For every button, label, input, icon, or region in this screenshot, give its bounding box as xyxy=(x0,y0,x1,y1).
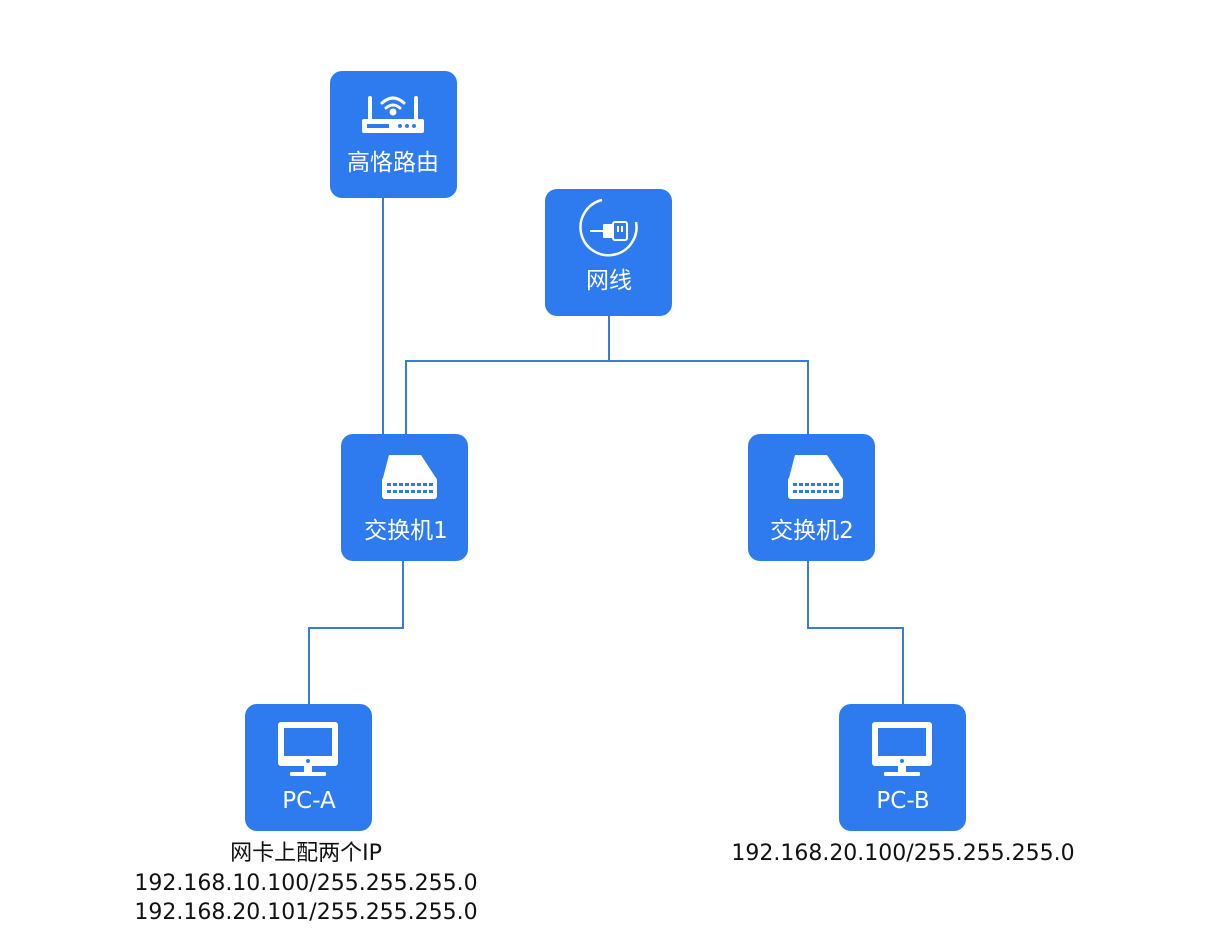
node-switch-2[interactable]: 交换机2 xyxy=(748,434,875,561)
pc-a-ip-1: 192.168.10.100/255.255.255.0 xyxy=(134,871,477,896)
node-pc-b[interactable]: PC-B xyxy=(839,704,966,831)
link-switch2-pc-b xyxy=(807,560,904,704)
link-switch1-pc-a xyxy=(308,560,404,704)
link-cable-switch2 xyxy=(609,360,809,434)
router-label: 高恪路由 xyxy=(347,150,439,176)
pc-b-label: PC-B xyxy=(876,788,929,814)
monitor-icon xyxy=(872,722,932,776)
node-switch-1[interactable]: 交换机1 xyxy=(341,434,468,561)
pc-b-note: 192.168.20.100/255.255.255.0 xyxy=(731,841,1074,866)
cable-label: 网线 xyxy=(586,268,632,294)
pc-b-ip-1: 192.168.20.100/255.255.255.0 xyxy=(731,841,1074,866)
pc-a-note: 网卡上配两个IP 192.168.10.100/255.255.255.0 19… xyxy=(134,841,477,925)
pc-a-ip-2: 192.168.20.101/255.255.255.0 xyxy=(134,900,477,925)
node-cable[interactable]: 网线 xyxy=(545,189,672,316)
pc-a-note-line: 网卡上配两个IP xyxy=(230,841,382,866)
link-cable-switch1 xyxy=(405,360,609,434)
switch-1-label: 交换机1 xyxy=(364,518,448,544)
router-icon xyxy=(362,96,424,133)
connections xyxy=(308,197,904,704)
node-router[interactable]: 高恪路由 xyxy=(330,71,457,198)
switch-icon xyxy=(788,455,843,499)
pc-a-label: PC-A xyxy=(282,788,336,814)
switch-2-label: 交换机2 xyxy=(770,518,854,544)
ethernet-cable-icon xyxy=(579,198,638,257)
switch-icon xyxy=(382,455,437,499)
monitor-icon xyxy=(278,722,338,776)
node-pc-a[interactable]: PC-A xyxy=(245,704,372,831)
